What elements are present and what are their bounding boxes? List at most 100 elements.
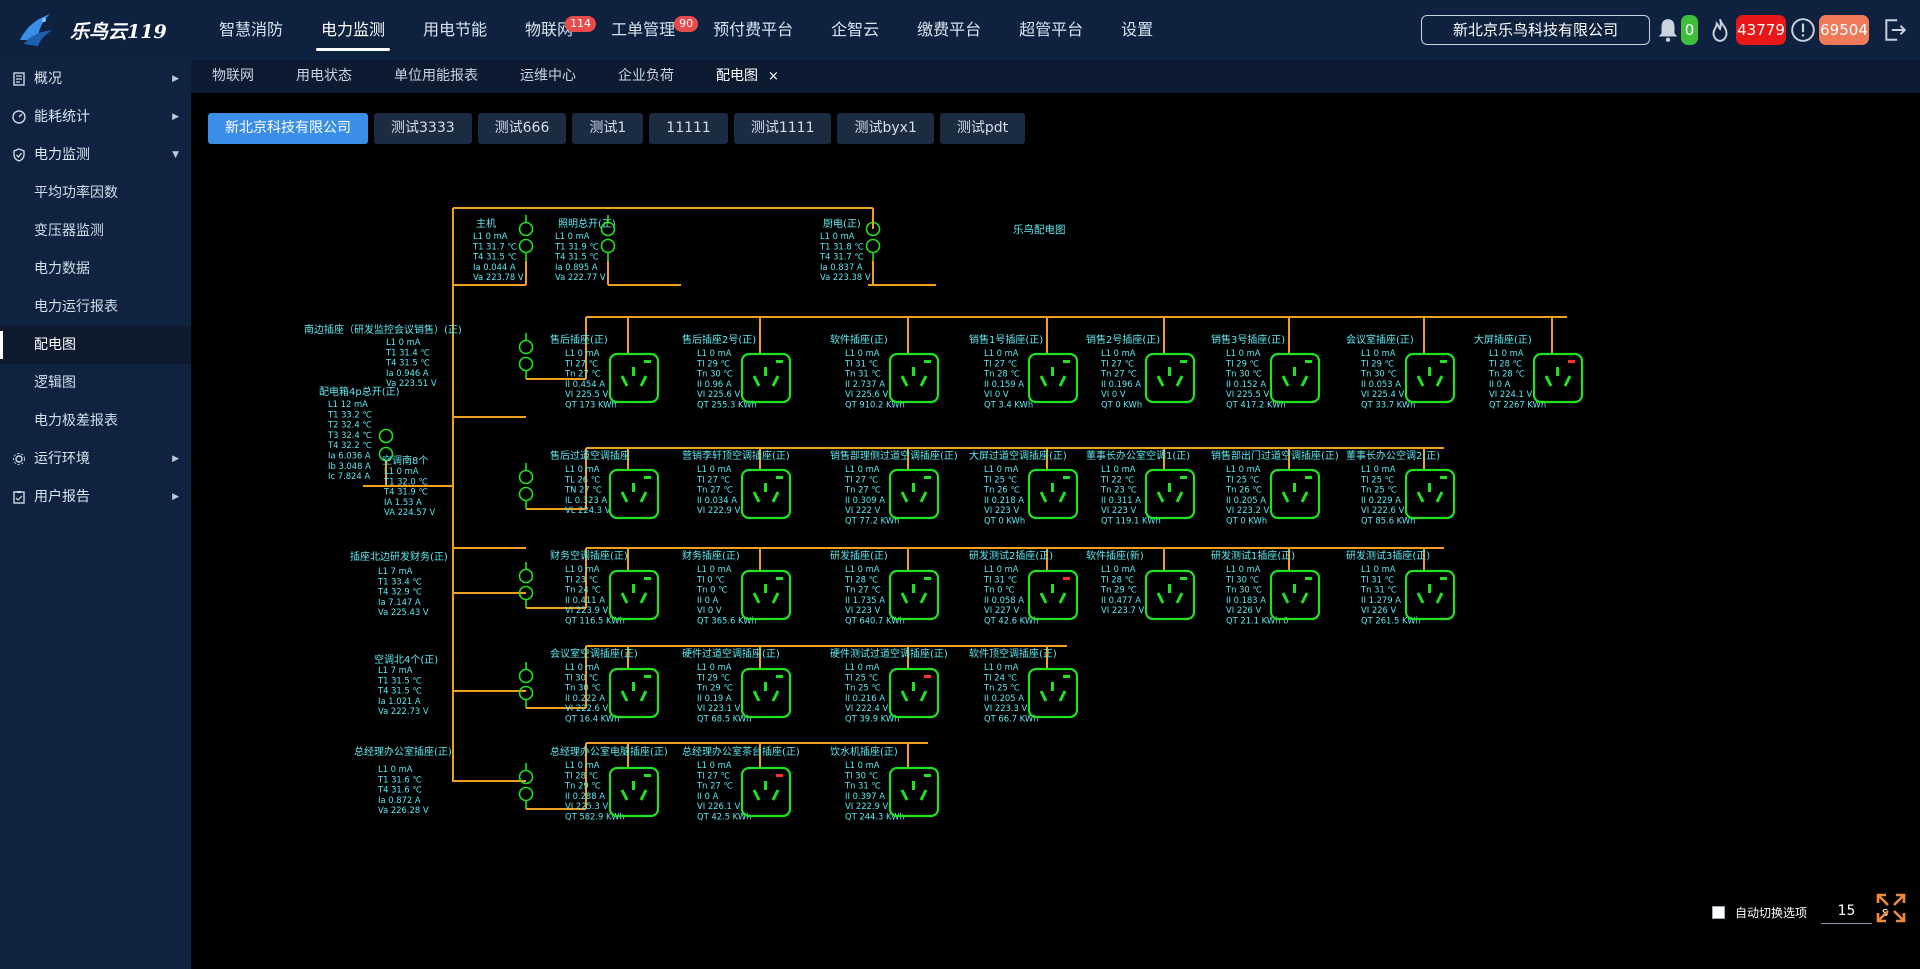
sidebar-group-2[interactable]: 电力监测▼ — [0, 136, 191, 174]
socket-icon[interactable] — [1532, 352, 1584, 404]
socket-reading: L1 0 mA — [845, 564, 880, 574]
fire-icon[interactable] — [1707, 17, 1733, 43]
socket-reading: VI 226 V — [1226, 605, 1262, 615]
switch-interval-input[interactable]: 15 — [1821, 900, 1873, 924]
fire-alarm-count-badge[interactable]: 43779 — [1736, 15, 1786, 45]
main-switch-reading: L1 12 mA — [328, 399, 368, 409]
sidebar-group-1[interactable]: 能耗统计▶ — [0, 98, 191, 136]
socket-reading: QT 39.9 KWh — [845, 714, 899, 724]
socket-reading: II 0.159 A — [984, 379, 1024, 389]
socket-icon[interactable] — [1144, 468, 1196, 520]
company-tab-5[interactable]: 测试1111 — [733, 113, 832, 144]
socket-reading: Tn 25 ℃ — [983, 683, 1020, 693]
auto-switch-checkbox[interactable] — [1712, 905, 1725, 919]
socket-icon[interactable] — [740, 569, 792, 621]
socket-reading: L1 0 mA — [697, 760, 732, 770]
socket-icon[interactable] — [608, 352, 660, 404]
socket-name: 总经理办公室电脑插座(正) — [550, 745, 668, 758]
socket-name: 会议室空调插座(正) — [550, 647, 638, 660]
tab-4[interactable]: 企业负荷 — [597, 60, 695, 93]
sidebar-group-3[interactable]: 运行环境▶ — [0, 440, 191, 478]
nav-item-6[interactable]: 企智云 — [812, 0, 898, 60]
sidebar-item-6[interactable]: 电力极差报表 — [0, 402, 191, 440]
nav-item-0[interactable]: 智慧消防 — [200, 0, 302, 60]
socket-reading: TI 27 ℃ — [983, 358, 1018, 368]
socket-icon[interactable] — [740, 468, 792, 520]
sidebar-item-5[interactable]: 逻辑图 — [0, 364, 191, 402]
brand-logo[interactable]: 乐鸟云119 — [16, 10, 167, 50]
company-tab-2[interactable]: 测试666 — [477, 113, 567, 144]
socket-icon[interactable] — [1269, 569, 1321, 621]
socket-icon[interactable] — [608, 667, 660, 719]
sidebar-item-0[interactable]: 平均功率因数 — [0, 174, 191, 212]
sidebar-group-0[interactable]: 概况▶ — [0, 60, 191, 98]
main-switch-name: 配电箱4p总开(正) — [319, 385, 400, 398]
company-tab-3[interactable]: 测试1 — [572, 113, 644, 144]
socket-icon[interactable] — [608, 766, 660, 818]
socket-icon[interactable] — [608, 569, 660, 621]
fault-alert-count-badge[interactable]: 69504 — [1819, 15, 1869, 45]
nav-item-2[interactable]: 用电节能 — [404, 0, 506, 60]
socket-reading: TN 27 ℃ — [564, 485, 602, 495]
socket-reading: TI 28 ℃ — [1488, 358, 1523, 368]
socket-icon[interactable] — [1144, 569, 1196, 621]
company-tab-7[interactable]: 测试pdt — [939, 113, 1026, 144]
company-selector[interactable]: 新北京乐鸟科技有限公司 — [1421, 15, 1650, 45]
socket-reading: L1 0 mA — [565, 760, 600, 770]
socket-icon[interactable] — [888, 766, 940, 818]
socket-icon[interactable] — [888, 667, 940, 719]
socket-reading: VI 225.4 V — [1361, 389, 1404, 399]
feeder-reading: IA 1.53 A — [384, 497, 422, 507]
socket-icon[interactable] — [740, 352, 792, 404]
document-icon — [13, 72, 25, 86]
tab-3[interactable]: 运维中心 — [499, 60, 597, 93]
socket-reading: Tn 30 ℃ — [1225, 369, 1262, 379]
company-tab-4[interactable]: 11111 — [649, 113, 728, 144]
nav-item-9[interactable]: 设置 — [1102, 0, 1172, 60]
nav-item-5[interactable]: 预付费平台 — [694, 0, 812, 60]
socket-icon[interactable] — [888, 352, 940, 404]
sidebar-group-4[interactable]: 用户报告▶ — [0, 478, 191, 516]
nav-item-8[interactable]: 超管平台 — [1000, 0, 1102, 60]
bell-icon[interactable] — [1655, 17, 1681, 43]
close-icon[interactable]: × — [768, 69, 779, 84]
company-tab-6[interactable]: 测试byx1 — [837, 113, 934, 144]
tab-5[interactable]: 配电图× — [695, 60, 800, 93]
socket-icon[interactable] — [1269, 468, 1321, 520]
socket-icon[interactable] — [1404, 468, 1456, 520]
sidebar-item-1[interactable]: 变压器监测 — [0, 212, 191, 250]
socket-icon[interactable] — [1027, 667, 1079, 719]
socket-icon[interactable] — [888, 468, 940, 520]
sidebar-item-2[interactable]: 电力数据 — [0, 250, 191, 288]
alert-icon[interactable] — [1790, 17, 1816, 43]
socket-reading: QT 640.7 KWh — [845, 616, 905, 626]
tab-1[interactable]: 用电状态 — [275, 60, 373, 93]
sidebar-item-4[interactable]: 配电图 — [0, 326, 191, 364]
logout-icon[interactable] — [1882, 17, 1908, 43]
sidebar-item-3[interactable]: 电力运行报表 — [0, 288, 191, 326]
company-tab-1[interactable]: 测试3333 — [374, 113, 472, 144]
socket-name: 销售1号插座(正) — [969, 333, 1043, 346]
tab-2[interactable]: 单位用能报表 — [373, 60, 499, 93]
socket-icon[interactable] — [1404, 569, 1456, 621]
socket-icon[interactable] — [1144, 352, 1196, 404]
bell-count-badge[interactable]: 0 — [1681, 15, 1698, 45]
socket-icon[interactable] — [1027, 352, 1079, 404]
socket-icon[interactable] — [740, 667, 792, 719]
socket-icon[interactable] — [1027, 468, 1079, 520]
fullscreen-icon[interactable] — [1876, 893, 1906, 923]
socket-icon[interactable] — [740, 766, 792, 818]
socket-reading: VI 222.9 V — [697, 505, 740, 515]
nav-item-7[interactable]: 缴费平台 — [898, 0, 1000, 60]
socket-icon[interactable] — [888, 569, 940, 621]
socket-icon[interactable] — [608, 468, 660, 520]
socket-icon[interactable] — [1269, 352, 1321, 404]
nav-item-1[interactable]: 电力监测 — [302, 0, 404, 60]
tab-0[interactable]: 物联网 — [191, 60, 275, 93]
sidebar-item-label: 逻辑图 — [34, 375, 76, 391]
company-tab-0[interactable]: 新北京科技有限公司 — [208, 113, 368, 144]
socket-icon[interactable] — [1404, 352, 1456, 404]
socket-icon[interactable] — [1027, 569, 1079, 621]
